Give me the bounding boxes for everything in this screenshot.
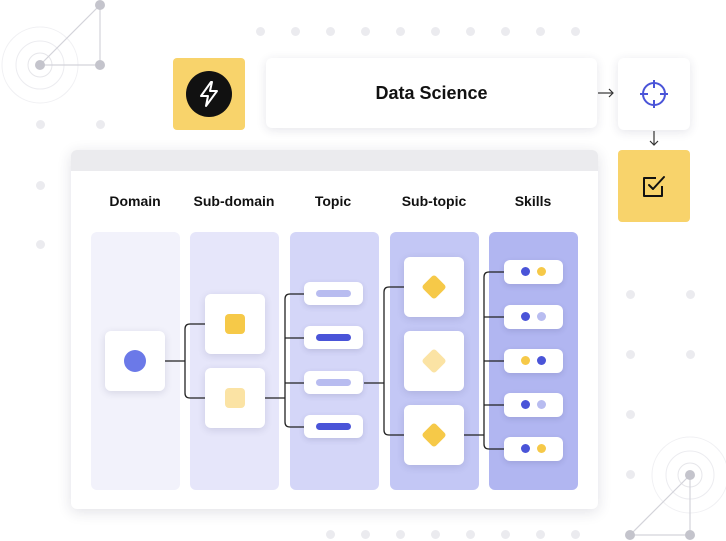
skill-dot [521,400,530,409]
column-topic [290,232,379,490]
topic-node [304,415,363,438]
sub-topic-node [404,331,464,391]
skill-dot [537,444,546,453]
window-title-bar [71,150,598,171]
page-title: Data Science [375,83,488,103]
sub-topic-node [404,257,464,317]
decorative-network-top-left [1,0,105,104]
column-heading-sub-domain: Sub-domain [193,193,275,209]
skill-dot [537,356,546,365]
domain-node [105,331,165,391]
column-heading-skills: Skills [514,193,552,209]
check-tile [618,150,690,222]
arrow-down-icon [649,131,659,146]
sub-topic-node [404,405,464,465]
sub-domain-square [225,388,245,408]
sub-topic-diamond [421,348,447,374]
data-science-title-card: Data Science [266,58,597,128]
skill-node [504,349,563,373]
decorative-network-bottom-right [625,436,726,540]
topic-bar [316,334,351,341]
sub-domain-square [225,314,245,334]
sub-topic-diamond [421,274,447,300]
topic-node [304,326,363,349]
skill-dot [521,444,530,453]
domain-dot [124,350,146,372]
skill-dot [537,267,546,276]
topic-node [304,371,363,394]
skill-node [504,260,563,284]
column-heading-topic: Topic [314,193,352,209]
skill-node [504,305,563,329]
skill-dot [521,356,530,365]
sub-topic-diamond [421,422,447,448]
skill-dot [537,400,546,409]
lightning-bolt-icon [186,71,232,117]
skill-dot [521,267,530,276]
target-tile [618,58,690,130]
sub-domain-node [205,294,265,354]
skill-node [504,437,563,461]
topic-node [304,282,363,305]
topic-bar [316,290,351,297]
topic-bar [316,423,351,430]
checkbox-check-icon [643,176,665,197]
column-sub-domain [190,232,279,490]
sub-domain-node [205,368,265,428]
arrow-right-icon [598,88,614,98]
skill-node [504,393,563,417]
bolt-tile [173,58,245,130]
column-heading-sub-topic: Sub-topic [401,193,467,209]
crosshair-target-icon [640,80,668,108]
topic-bar [316,379,351,386]
column-heading-domain: Domain [109,193,161,209]
skill-dot [521,312,530,321]
skill-dot [537,312,546,321]
